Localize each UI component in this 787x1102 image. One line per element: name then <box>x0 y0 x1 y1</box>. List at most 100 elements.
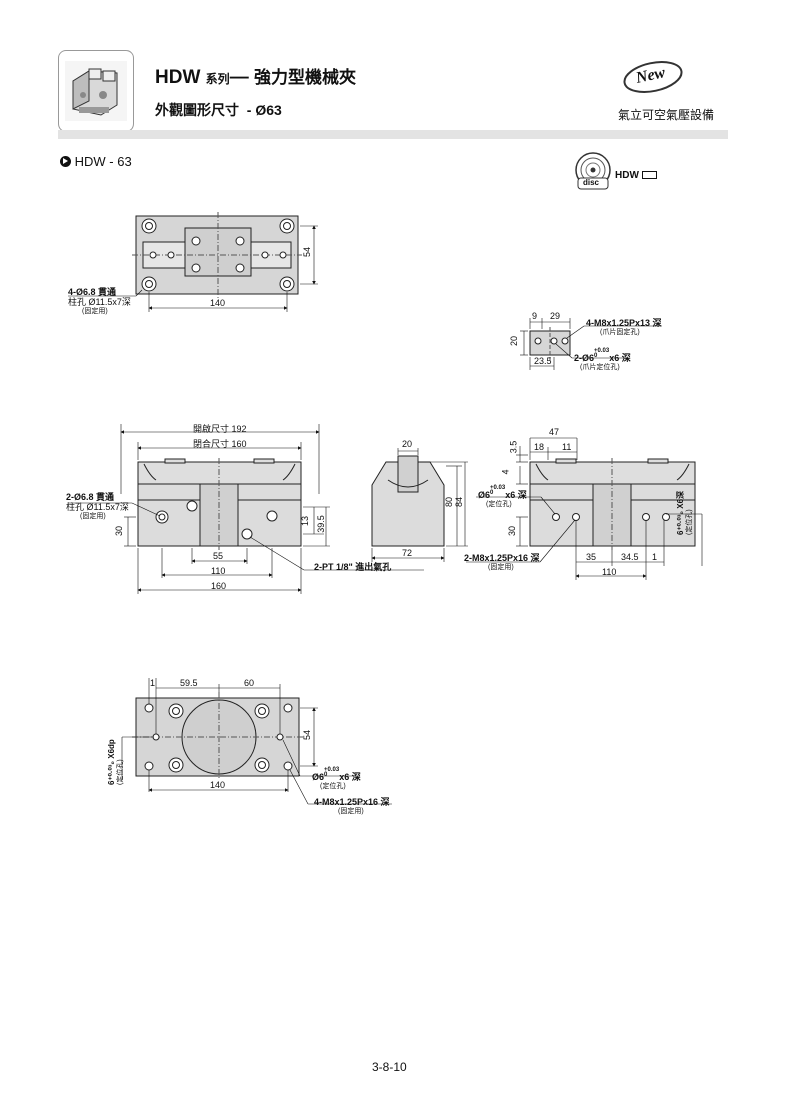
jaw-note-2-tol-upper: +0.03 <box>594 348 610 354</box>
disc-model: HDW <box>615 170 657 181</box>
bottom-dim-140: 140 <box>210 780 226 790</box>
back-dim-30: 30 <box>507 525 518 537</box>
front-closed-size: 閉合尺寸 160 <box>193 439 247 449</box>
series-title: HDW 系列— 強力型機械夾 <box>155 63 356 89</box>
back-side-note-text: 6⁺⁰·⁰³₀ X6深 <box>676 490 685 535</box>
bottom-side-note: 6⁺⁰·⁰³₀ X6dp (定位孔) <box>107 739 125 785</box>
jaw-note-2-tol-lower: 0 <box>594 353 598 359</box>
page-number: 3-8-10 <box>372 1060 407 1074</box>
back-side-note-sub: (定位孔) <box>686 509 693 535</box>
jaw-dim-29: 29 <box>550 311 561 321</box>
jaw-detail-view <box>520 318 662 370</box>
front-note: 2-Ø6.8 貫通 柱孔 Ø11.5x7深 (固定用) <box>66 492 129 522</box>
bottom-thread-note-text: 4-M8x1.25Px16 深 <box>314 797 390 807</box>
bottom-side-note-sub: (定位孔) <box>117 759 124 785</box>
section-model: HDW - 63 <box>74 154 132 169</box>
front-dim-55: 55 <box>213 551 224 561</box>
series-name: 強力型機械夾 <box>253 68 356 87</box>
back-dim-18: 18 <box>534 442 545 452</box>
disc-icon: disc <box>573 152 613 192</box>
bottom-side-note-text: 6⁺⁰·⁰³₀ X6dp <box>107 739 116 785</box>
front-note-line3: (固定用) <box>80 513 106 520</box>
back-pin-note-post: x6 深 <box>505 490 527 500</box>
jaw-note-1: 4-M8x1.25Px13 深 (爪片固定孔) <box>586 318 662 338</box>
new-badge: New <box>622 60 684 94</box>
side-dim-20: 20 <box>402 439 413 449</box>
back-dim-110: 110 <box>602 567 617 577</box>
page-subtitle: 外觀圖形尺寸 - Ø63 <box>155 102 282 118</box>
bottom-dim-1: 1 <box>150 678 156 688</box>
front-note-line2: 柱孔 Ø11.5x7深 <box>66 502 129 512</box>
product-thumbnail <box>58 50 134 132</box>
top-note-line2: 柱孔 Ø11.5x7深 <box>68 297 131 307</box>
bottom-dim-60: 60 <box>244 678 255 688</box>
top-note-line1: 4-Ø6.8 貫通 <box>68 287 117 297</box>
series-code: HDW <box>155 67 201 88</box>
back-dim-34-5: 34.5 <box>621 552 639 562</box>
header: HDW 系列— 強力型機械夾 外觀圖形尺寸 - Ø63 New 氣立可空氣壓設備 <box>0 0 787 140</box>
jaw-note-1-sub: (爪片固定孔) <box>600 329 640 336</box>
disc-model-code: HDW <box>615 170 639 181</box>
bottom-pin-note-sub: (定位孔) <box>320 783 346 790</box>
back-dim-3-5: 3.5 <box>508 440 519 454</box>
front-dim-110: 110 <box>211 566 226 576</box>
jaw-dim-20: 20 <box>509 335 520 347</box>
back-pin-note-sub: (定位孔) <box>486 501 512 508</box>
front-dim-160: 160 <box>211 581 227 591</box>
back-dim-47: 47 <box>549 427 560 437</box>
front-dim-39-5: 39.5 <box>315 515 326 533</box>
jaw-dim-9: 9 <box>532 311 538 321</box>
bottom-pin-note-post: x6 深 <box>339 772 361 782</box>
disc-label: disc <box>583 178 600 187</box>
side-dim-84: 84 <box>454 496 465 508</box>
bottom-dim-54: 54 <box>302 729 313 741</box>
back-thread-note-text: 2-M8x1.25Px16 深 <box>464 553 540 563</box>
jaw-dim-23-5: 23.5 <box>534 356 552 366</box>
front-note-line1: 2-Ø6.8 貫通 <box>66 492 115 502</box>
header-band <box>58 130 728 139</box>
jaw-note-1-text: 4-M8x1.25Px13 深 <box>586 318 662 328</box>
disc-model-box <box>641 171 657 180</box>
bottom-pin-tol-lower: 0 <box>324 772 328 778</box>
front-dim-30: 30 <box>114 525 125 537</box>
top-dim-height: 54 <box>302 246 313 258</box>
back-dim-11: 11 <box>562 442 572 452</box>
brand-note: 氣立可空氣壓設備 <box>618 108 715 122</box>
back-thread-note: 2-M8x1.25Px16 深 (固定用) <box>464 553 540 573</box>
bottom-pin-note-pre: Ø6 <box>312 772 325 782</box>
section-label: HDW - 63 <box>60 154 132 169</box>
front-view <box>68 424 424 594</box>
jaw-note-2-post: x6 深 <box>609 353 631 363</box>
back-pin-tol-lower: 0 <box>490 490 494 496</box>
front-dim-13: 13 <box>300 515 311 527</box>
series-dash: — <box>229 67 249 88</box>
bottom-thread-note: 4-M8x1.25Px16 深 (固定用) <box>314 797 390 817</box>
jaw-note-2-sub: (爪片定位孔) <box>580 364 620 371</box>
front-port-note: 2-PT 1/8" 進出氣孔 <box>314 562 392 572</box>
jaw-note-2-pre: 2-Ø6 <box>574 353 595 363</box>
back-pin-tol-upper: +0.03 <box>490 485 506 491</box>
back-dim-4: 4 <box>500 469 511 475</box>
top-view <box>68 212 318 312</box>
back-thread-note-sub: (固定用) <box>488 564 514 571</box>
top-note: 4-Ø6.8 貫通 柱孔 Ø11.5x7深 (固定用) <box>68 287 131 317</box>
back-side-note: 6⁺⁰·⁰³₀ X6深 (定位孔) <box>676 491 694 535</box>
top-note-line3: (固定用) <box>82 308 108 315</box>
back-pin-note-pre: Ø6 <box>478 490 491 500</box>
bottom-thread-note-sub: (固定用) <box>338 808 364 815</box>
front-open-size: 開啟尺寸 192 <box>193 424 247 434</box>
side-view <box>371 448 468 562</box>
side-dim-80: 80 <box>444 496 455 508</box>
back-dim-1: 1 <box>652 552 658 562</box>
side-dim-72: 72 <box>402 548 413 558</box>
bottom-view <box>121 678 392 805</box>
back-view <box>466 437 703 580</box>
circle-arrow-icon <box>60 156 71 167</box>
series-word: 系列 <box>205 72 230 86</box>
